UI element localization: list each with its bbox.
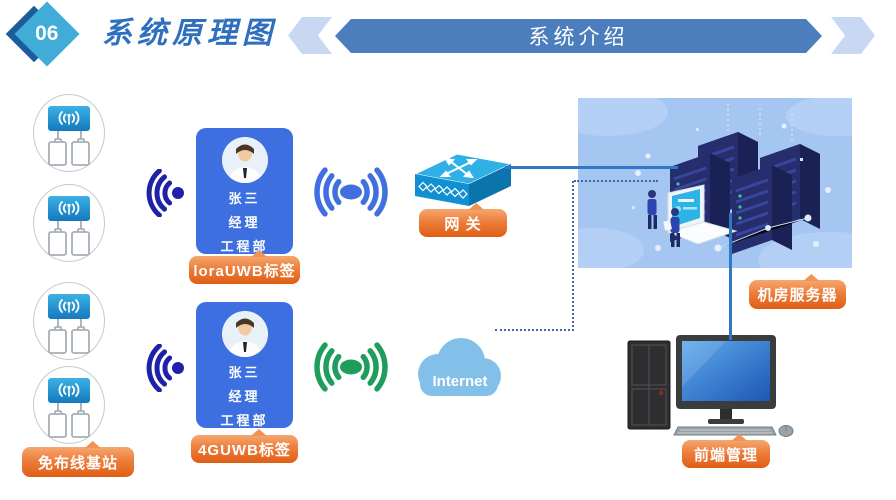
signal-near-icon [145, 343, 189, 397]
employee-name: 张三 [228, 365, 261, 380]
badge-number: 06 [35, 21, 59, 45]
label-bump [731, 434, 748, 441]
label-bump [803, 274, 820, 281]
signal-broadcast-blue-icon [301, 166, 401, 223]
dotted-line-to-server [574, 180, 658, 182]
line-gateway-to-server [505, 166, 678, 169]
frontend-label: 前端管理 [682, 434, 770, 468]
base-station-icon [33, 366, 105, 444]
employee-role: 经理 [228, 215, 261, 230]
employee-card: 张三 经理 工程部 [196, 128, 293, 254]
employee-name: 张三 [228, 191, 261, 206]
signal-near-icon [145, 168, 189, 222]
banner-right-chevron-icon [831, 17, 875, 54]
line-server-to-frontend [729, 213, 732, 340]
dotted-line-vertical [572, 181, 574, 331]
desktop-computer-icon [620, 333, 800, 446]
tag-label-lora: loraUWB标签 [189, 250, 300, 284]
internet-label: Internet [432, 373, 487, 390]
avatar [221, 311, 268, 357]
base-station-icon [33, 184, 105, 262]
section-banner: 系统介绍 [335, 19, 822, 53]
label-bump [251, 250, 268, 257]
banner-left-chevron-icon [288, 17, 332, 54]
internet-cloud-icon: Internet [408, 326, 508, 407]
gateway-router-icon [413, 148, 513, 215]
base-station-icon [33, 282, 105, 360]
server-room-illustration [544, 88, 896, 288]
tag-label-4g: 4GUWB标签 [191, 429, 298, 463]
employee-dept: 工程部 [220, 413, 269, 428]
section-banner-title: 系统介绍 [528, 26, 629, 49]
page-title: 系统原理图 [102, 16, 277, 51]
signal-broadcast-green-icon [301, 341, 401, 398]
avatar [221, 137, 268, 183]
employee-role: 经理 [228, 389, 261, 404]
label-bump [468, 203, 485, 210]
employee-card: 张三 经理 工程部 [196, 302, 293, 428]
server-room-label: 机房服务器 [749, 274, 846, 309]
gateway-label: 网 关 [419, 203, 507, 237]
base-station-icon [33, 94, 105, 172]
station-label: 免布线基站 [22, 441, 134, 477]
label-bump [250, 429, 267, 436]
employee-dept: 工程部 [220, 239, 269, 254]
label-bump [84, 441, 101, 448]
badge-number-diamond: 06 [14, 1, 80, 67]
dotted-line-cloud-horizontal [495, 329, 574, 331]
